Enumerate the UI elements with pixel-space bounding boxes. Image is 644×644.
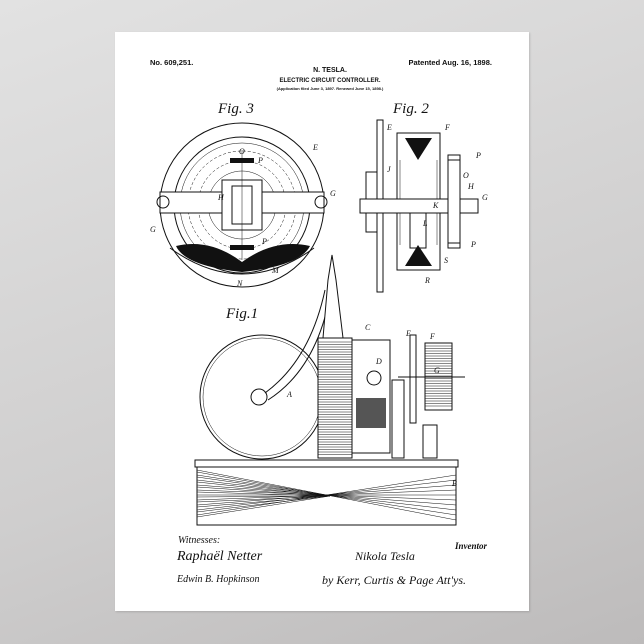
fig1-label-c: C — [365, 323, 371, 332]
fig1-base-top — [195, 460, 458, 467]
fig3-label-m: M — [271, 266, 280, 275]
fig3-label-o: O — [239, 147, 245, 156]
fig1-label-g: G — [434, 366, 440, 375]
witness-2-signature: Edwin B. Hopkinson — [176, 574, 260, 585]
fig1-title: Fig.1 — [225, 306, 258, 322]
fig2-label-k: K — [432, 201, 439, 210]
fig1-motor — [352, 340, 390, 453]
fig3-label-g: G — [330, 189, 336, 198]
fig3-label-e: E — [312, 143, 318, 152]
fig1-label-b: B — [452, 479, 457, 488]
fig2-label-g: G — [482, 193, 488, 202]
fig3-label-n: N — [236, 279, 243, 288]
figure-3: Fig. 3 E O P H G G P M N — [150, 101, 336, 288]
fig2-label-f: F — [444, 123, 450, 132]
fig1-label-e: E — [405, 329, 411, 338]
fig2-label-j: J — [387, 165, 391, 174]
fig2-title: Fig. 2 — [392, 101, 429, 117]
fig3-label-p: P — [257, 156, 263, 165]
figure-1: Fig.1 C D A E F G B — [195, 255, 465, 525]
fig2-label-l: L — [422, 219, 428, 228]
fig2-label-e: E — [386, 123, 392, 132]
fig2-label-p: P — [475, 151, 481, 160]
inventor-signature: Nikola Tesla — [354, 549, 415, 563]
patent-date: Patented Aug. 16, 1898. — [408, 58, 492, 67]
fig1-coil-column — [318, 338, 352, 458]
witnesses-label: Witnesses: — [178, 535, 220, 546]
fig1-label-d: D — [375, 357, 382, 366]
fig2-label-h: H — [467, 182, 475, 191]
fig3-title: Fig. 3 — [217, 101, 254, 117]
fig2-label-s: S — [444, 256, 448, 265]
fig2-label-r: R — [424, 276, 430, 285]
figure-2: Fig. 2 E F P O H G J K L P S R — [360, 101, 488, 292]
attorneys-signature: by Kerr, Curtis & Page Att'ys. — [322, 573, 466, 587]
fig2-label-o: O — [463, 171, 469, 180]
patent-title: ELECTRIC CIRCUIT CONTROLLER. — [280, 78, 381, 84]
fig3-label-g2: G — [150, 225, 156, 234]
fig2-gear — [448, 155, 460, 248]
patent-number: No. 609,251. — [150, 58, 193, 67]
inventor-name: N. TESLA. — [313, 67, 347, 74]
fig1-label-f: F — [429, 332, 435, 341]
inventor-label: Inventor — [454, 541, 488, 551]
witness-1-signature: Raphaël Netter — [176, 549, 263, 564]
fig2-label-p2: P — [470, 240, 476, 249]
fig1-disk — [410, 335, 416, 423]
fig1-label-a: A — [286, 390, 292, 399]
fig3-label-p2: P — [261, 237, 267, 246]
application-note: (Application filed June 3, 1897. Renewed… — [277, 86, 384, 91]
